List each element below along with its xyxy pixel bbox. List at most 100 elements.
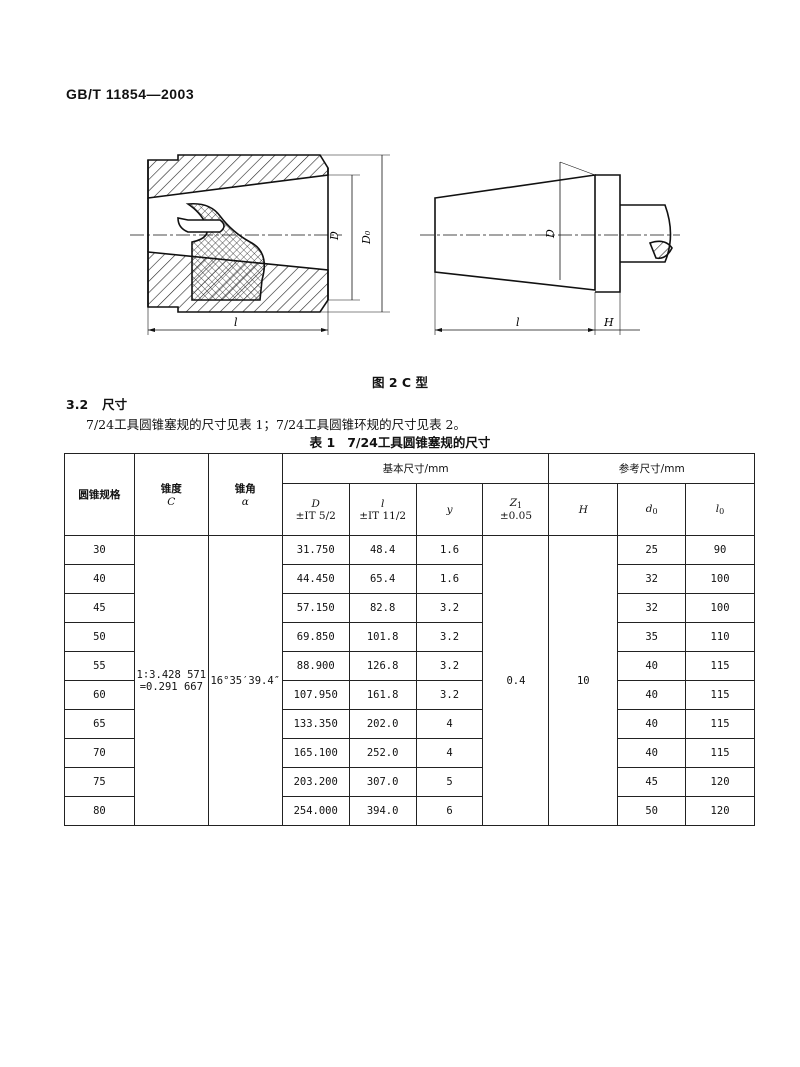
cell-D: 88.900 xyxy=(281,651,350,681)
cell-d0: 40 xyxy=(617,680,687,710)
cell-spec: 30 xyxy=(64,535,135,565)
header-taper-symbol: C xyxy=(167,496,176,508)
cell-d0: 40 xyxy=(617,651,687,681)
cell-l: 307.0 xyxy=(348,767,417,797)
cell-d0: 32 xyxy=(617,593,687,623)
cell-D: 254.000 xyxy=(281,796,350,826)
header-l0: l0 xyxy=(685,483,755,536)
cell-spec: 80 xyxy=(64,796,135,826)
cell-y: 6 xyxy=(415,796,484,826)
cell-H: 10 xyxy=(548,535,619,826)
cell-D: 107.950 xyxy=(281,680,350,710)
header-l: l ±IT 11/2 xyxy=(348,483,417,536)
cell-D: 133.350 xyxy=(281,709,350,739)
section-title: 尺寸 xyxy=(102,397,128,412)
cell-l: 101.8 xyxy=(348,622,417,652)
header-angle-symbol: α xyxy=(241,496,249,508)
cell-D: 31.750 xyxy=(281,535,350,565)
cell-taper: 1∶3.428 571=0.291 667 xyxy=(133,535,209,826)
cell-spec: 60 xyxy=(64,680,135,710)
figure-c-type-drawing: D D₀ l D l H xyxy=(130,154,680,335)
cell-d0: 45 xyxy=(617,767,687,797)
cell-spec: 40 xyxy=(64,564,135,594)
cell-Z1: 0.4 xyxy=(482,535,550,826)
cell-spec: 75 xyxy=(64,767,135,797)
cell-y: 5 xyxy=(415,767,484,797)
cell-y: 3.2 xyxy=(415,651,484,681)
cell-d0: 50 xyxy=(617,796,687,826)
header-angle-label: 锥角 xyxy=(234,483,256,495)
taper-value-ratio: 1∶3.428 571 xyxy=(136,668,207,681)
cell-l: 65.4 xyxy=(348,564,417,594)
cell-y: 4 xyxy=(415,709,484,739)
cell-spec: 70 xyxy=(64,738,135,768)
document-header: GB/T 11854—2003 xyxy=(66,86,195,102)
header-Z1-sub: 1 xyxy=(517,501,523,510)
header-l-tol: ±IT 11/2 xyxy=(359,509,407,522)
cell-y: 1.6 xyxy=(415,535,484,565)
cell-l0: 110 xyxy=(685,622,755,652)
header-taper-label: 锥度 xyxy=(160,483,182,495)
header-H: H xyxy=(548,483,619,536)
cell-l0: 115 xyxy=(685,651,755,681)
label-H: H xyxy=(603,316,614,329)
taper-value-decimal: =0.291 667 xyxy=(139,680,203,693)
header-D-tol: ±IT 5/2 xyxy=(295,509,336,522)
cell-y: 4 xyxy=(415,738,484,768)
cell-D: 44.450 xyxy=(281,564,350,594)
plug-gauge-dimension-table: 圆锥规格 锥度 C 锥角 α 基本尺寸/mm 参考尺寸/mm D ±IT 5/2… xyxy=(64,453,755,826)
figure-caption: 图 2 C 型 xyxy=(372,375,428,390)
section-number: 3.2 xyxy=(66,397,89,412)
cell-y: 3.2 xyxy=(415,593,484,623)
header-d0: d0 xyxy=(617,483,687,536)
plug-gauge-outline xyxy=(420,161,680,335)
header-taper: 锥度 C xyxy=(133,453,209,536)
cell-l: 252.0 xyxy=(348,738,417,768)
header-D-symbol: D xyxy=(311,497,320,510)
ring-gauge-section xyxy=(130,154,390,335)
header-Z1-symbol: Z xyxy=(509,497,518,509)
section-heading: 3.2 尺寸 xyxy=(66,394,127,413)
cell-D: 203.200 xyxy=(281,767,350,797)
cell-l0: 90 xyxy=(685,535,755,565)
cell-l: 394.0 xyxy=(348,796,417,826)
cell-D: 165.100 xyxy=(281,738,350,768)
table-label: 表 1 xyxy=(309,435,336,450)
label-D0: D₀ xyxy=(360,230,373,245)
cell-l0: 120 xyxy=(685,767,755,797)
cell-D: 57.150 xyxy=(281,593,350,623)
cell-d0: 40 xyxy=(617,738,687,768)
header-Z1: Z1 ±0.05 xyxy=(482,483,550,536)
header-l-symbol: l xyxy=(380,497,385,510)
cell-l0: 115 xyxy=(685,680,755,710)
cell-l: 48.4 xyxy=(348,535,417,565)
cell-l0: 115 xyxy=(685,709,755,739)
cell-l: 126.8 xyxy=(348,651,417,681)
cell-angle: 16°35′39.4″ xyxy=(207,535,283,826)
cell-y: 3.2 xyxy=(415,680,484,710)
cell-y: 1.6 xyxy=(415,564,484,594)
cell-spec: 65 xyxy=(64,709,135,739)
cell-l0: 100 xyxy=(685,593,755,623)
label-l-right: l xyxy=(516,316,520,329)
cell-l: 161.8 xyxy=(348,680,417,710)
cell-l: 202.0 xyxy=(348,709,417,739)
cell-d0: 25 xyxy=(617,535,687,565)
cell-l0: 100 xyxy=(685,564,755,594)
header-spec: 圆锥规格 xyxy=(64,453,135,536)
cell-D: 69.850 xyxy=(281,622,350,652)
cell-l: 82.8 xyxy=(348,593,417,623)
header-basic-group: 基本尺寸/mm xyxy=(281,453,550,484)
cell-spec: 45 xyxy=(64,593,135,623)
header-angle: 锥角 α xyxy=(207,453,283,536)
section-paragraph: 7/24工具圆锥塞规的尺寸见表 1；7/24工具圆锥环规的尺寸见表 2。 xyxy=(86,417,466,432)
header-D: D ±IT 5/2 xyxy=(281,483,350,536)
header-Z1-tol: ±0.05 xyxy=(499,510,533,522)
